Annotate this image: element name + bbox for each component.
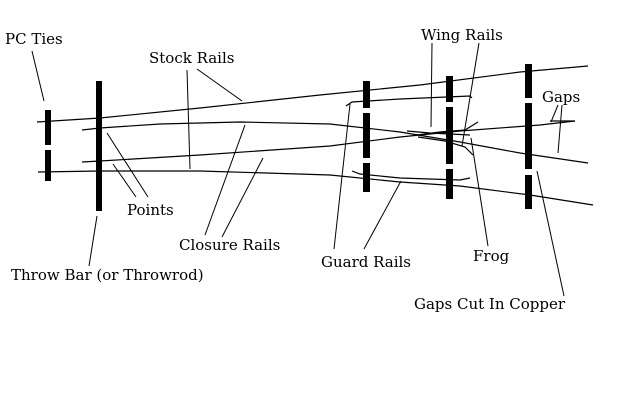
label-frog: Frog — [473, 247, 510, 265]
closure-rail-lower — [81, 120, 576, 163]
leader-lines — [31, 42, 565, 297]
frog-point — [406, 130, 471, 136]
leader-wing-rails-1 — [430, 42, 433, 128]
leader-guard-rails-1 — [333, 103, 351, 250]
leader-stock-rails-2 — [196, 68, 243, 102]
stock-rail-upper — [36, 65, 589, 123]
throw-bar — [96, 81, 102, 211]
leader-points-1 — [106, 132, 149, 198]
pc-tie-upper — [45, 110, 51, 145]
pc-tie-lower — [45, 150, 51, 181]
guard-rail-upper — [345, 95, 473, 107]
leader-closure-rails-1 — [204, 124, 246, 236]
leader-stock-rails-1 — [186, 69, 191, 170]
label-throw-bar: Throw Bar (or Throwrod) — [11, 266, 204, 284]
tie-frog-1 — [446, 76, 453, 102]
leader-pc-ties — [31, 50, 45, 102]
label-closure-rails: Closure Rails — [179, 236, 280, 254]
leader-gaps-1 — [550, 104, 559, 123]
guard-rail-lower — [351, 170, 471, 181]
leader-guard-rails-2 — [363, 180, 402, 250]
label-pc-ties: PC Ties — [5, 30, 63, 48]
leader-points-2 — [112, 163, 137, 198]
ties — [45, 64, 532, 211]
rails — [36, 65, 594, 206]
wing-rail-lower — [417, 136, 474, 156]
label-guard-rails: Guard Rails — [321, 253, 411, 271]
tie-gap-2 — [525, 103, 532, 169]
label-stock-rails: Stock Rails — [149, 49, 234, 67]
tie-gap-3 — [525, 175, 532, 209]
labels: PC Ties Stock Rails Wing Rails Gaps Poin… — [5, 26, 580, 313]
closure-rail-upper — [81, 121, 589, 164]
leader-wing-rails-2 — [461, 42, 480, 147]
leader-gaps-2 — [557, 104, 563, 154]
leader-frog — [470, 137, 489, 247]
label-wing-rails: Wing Rails — [421, 26, 503, 44]
tie-guard-3 — [363, 163, 370, 192]
leader-closure-rails-2 — [221, 157, 264, 238]
tie-gap-1 — [525, 64, 532, 98]
label-gaps-cut-in-copper: Gaps Cut In Copper — [414, 295, 566, 313]
label-points: Points — [127, 201, 174, 219]
tie-frog-3 — [446, 169, 453, 199]
tie-guard-1 — [363, 81, 370, 108]
label-gaps: Gaps — [542, 88, 580, 106]
leader-throw-bar — [88, 215, 98, 267]
leader-gaps-cut-in-copper — [536, 170, 565, 297]
tie-frog-2 — [446, 107, 453, 164]
tie-guard-2 — [363, 113, 370, 158]
